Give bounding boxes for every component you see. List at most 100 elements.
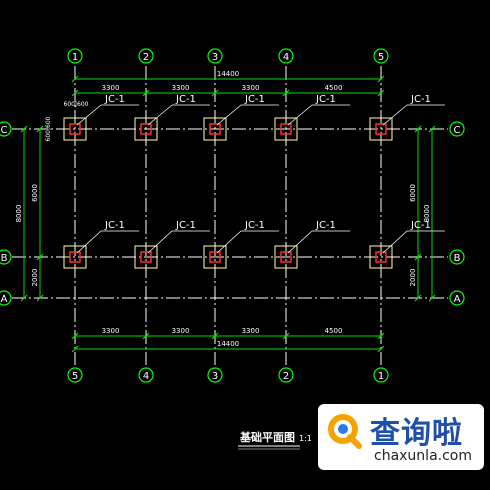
vdim-total-tick-right-0 [428, 125, 436, 133]
column-C4 [280, 123, 292, 135]
footing-label-B1: JC-1 [104, 220, 125, 231]
vdim-total-tick-right-1 [428, 294, 436, 302]
axis-bubble-left-C: C [1, 125, 8, 136]
axis-bubble-bottom-3: 2 [283, 371, 289, 382]
footing-C5 [369, 117, 393, 141]
dim-total-tick-top-1 [377, 75, 385, 83]
footing-B5 [369, 245, 393, 269]
dim-tick-bottom-2 [211, 332, 219, 340]
axis-bubble-top-1-circle [138, 48, 154, 64]
leader-B3 [216, 230, 242, 254]
footing-C3 [203, 117, 227, 141]
footing-label-C5: JC-1 [410, 94, 431, 105]
dim-total-tick-top-0 [71, 75, 79, 83]
watermark-url: chaxunla.com [374, 448, 472, 464]
leader-C5 [382, 104, 408, 126]
footing-label-B4: JC-1 [315, 220, 336, 231]
search-q-icon [328, 414, 362, 449]
vdim-span-left-0: 6000 [31, 184, 39, 202]
vdim-total-left: 8000 [15, 205, 23, 223]
watermark-brand: 查询啦 [370, 416, 463, 451]
axis-bubble-top-2-circle [207, 48, 223, 64]
footing-C4 [274, 117, 298, 141]
vdim-total-tick-left-1 [20, 294, 28, 302]
footing-B3 [203, 245, 227, 269]
axis-bubble-top-4-circle [373, 48, 389, 64]
vdim-tick-right-2 [414, 294, 422, 302]
leader-B5 [382, 230, 408, 254]
axis-bubble-top-3-circle [278, 48, 294, 64]
axis-bubble-left-C-circle [0, 121, 12, 137]
axis-bubble-bottom-4: 1 [378, 371, 384, 382]
axis-bubble-top-0-circle [67, 48, 83, 64]
dim-span-bottom-1: 3300 [172, 327, 190, 335]
axis-bubble-bottom-4-circle [373, 367, 389, 383]
footing-B2 [134, 245, 158, 269]
axis-bubble-right-B: B [454, 253, 461, 264]
axis-bubble-left-A-circle [0, 290, 12, 306]
footing-label-C3: JC-1 [244, 94, 265, 105]
footing-C2 [134, 117, 158, 141]
axis-bubble-bottom-1: 4 [143, 371, 149, 382]
axis-bubble-bottom-0-circle [67, 367, 83, 383]
footing-B4 [274, 245, 298, 269]
footing-C1 [63, 117, 87, 141]
leader-B4 [287, 230, 313, 254]
axis-bubble-left-B-circle [0, 249, 12, 265]
leader-C3 [216, 104, 242, 126]
footing-label-B3: JC-1 [244, 220, 265, 231]
axis-bubble-bottom-2: 3 [212, 371, 218, 382]
axis-bubble-bottom-2-circle [207, 367, 223, 383]
footing-size-dim: 600|600 [64, 101, 89, 108]
axis-bubble-right-A-circle [449, 290, 465, 306]
dim-total-top: 14400 [217, 70, 239, 78]
column-B4 [280, 251, 292, 263]
axis-bubble-left-B: B [1, 253, 8, 264]
column-B2 [140, 251, 152, 263]
drawing-title: 基础平面图 1:1 [238, 430, 312, 450]
dim-tick-bottom-4 [377, 332, 385, 340]
dim-tick-bottom-3 [282, 332, 290, 340]
dim-span-top-1: 3300 [172, 84, 190, 92]
axis-bubble-right-A: A [454, 294, 461, 305]
footing-label-C2: JC-1 [175, 94, 196, 105]
dim-span-top-2: 3300 [242, 84, 260, 92]
leader-B2 [147, 230, 173, 254]
vdim-span-left-1: 2000 [31, 269, 39, 287]
dim-span-top-0: 3300 [102, 84, 120, 92]
column-B1 [69, 251, 81, 263]
vdim-tick-left-1 [36, 253, 44, 261]
footing-B1 [63, 245, 87, 269]
vdim-span-right-0: 6000 [409, 184, 417, 202]
dim-tick-bottom-1 [142, 332, 150, 340]
axis-bubble-top-2: 3 [212, 52, 218, 63]
dim-tick-top-4 [377, 89, 385, 97]
axis-bubble-right-C-circle [449, 121, 465, 137]
axis-bubble-bottom-3-circle [278, 367, 294, 383]
column-C2 [140, 123, 152, 135]
leader-C2 [147, 104, 173, 126]
vdim-total-right: 8000 [423, 205, 431, 223]
vdim-tick-right-0 [414, 125, 422, 133]
column-C5 [375, 123, 387, 135]
dim-total-bottom: 14400 [217, 340, 239, 348]
axis-bubble-top-1: 2 [143, 52, 149, 63]
footing-label-C4: JC-1 [315, 94, 336, 105]
footing-size-dim-vertical: 600|600 [45, 116, 52, 141]
dim-tick-top-3 [282, 89, 290, 97]
axis-grid-lines [12, 66, 448, 365]
footings [63, 117, 393, 269]
drawing-title-text: 基础平面图 [239, 430, 295, 444]
axis-bubble-left-A: A [1, 294, 8, 305]
dim-span-bottom-3: 4500 [325, 327, 343, 335]
dim-tick-top-0 [71, 89, 79, 97]
footing-label-C1: JC-1 [104, 94, 125, 105]
dim-span-bottom-2: 3300 [242, 327, 260, 335]
dim-span-top-3: 4500 [325, 84, 343, 92]
footing-label-B5: JC-1 [410, 220, 431, 231]
axis-bubble-right-C: C [454, 125, 461, 136]
